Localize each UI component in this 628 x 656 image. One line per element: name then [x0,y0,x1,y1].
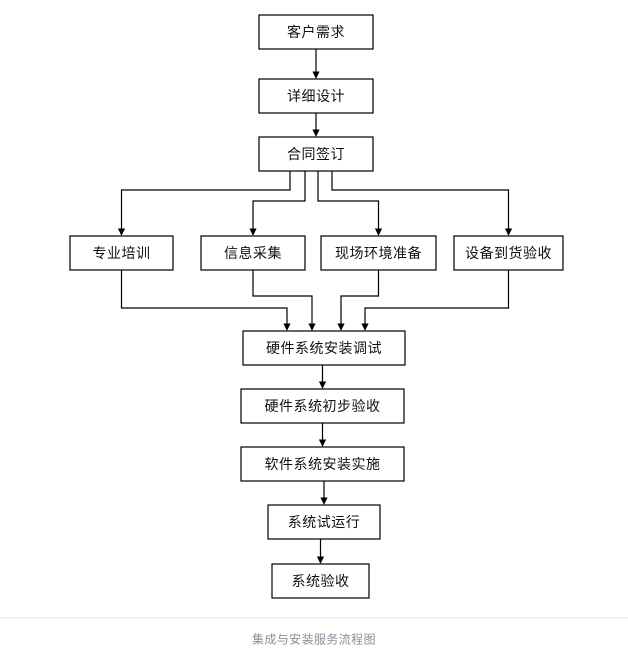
node-box-n6 [320,235,437,271]
flow-node-n2[interactable]: 详细设计 [258,78,374,114]
connector-n6-to-n8 [337,270,380,331]
connector-n3-to-n7 [331,171,513,236]
flow-node-n10[interactable]: 软件系统安装实施 [240,446,405,482]
node-label-n11: 系统试运行 [288,515,361,531]
node-label-n5: 信息采集 [224,245,282,262]
connector-n3-to-n6 [317,171,383,236]
node-box-n10 [240,446,405,482]
connector-layer [117,49,513,564]
node-box-n9 [240,388,405,424]
connector-n5-to-n8 [252,270,316,331]
node-box-n5 [200,235,306,271]
node-box-n11 [267,504,381,540]
node-label-n7: 设备到货验收 [465,245,552,262]
connector-n3-to-n4 [117,171,291,236]
node-box-n12 [271,563,370,599]
diagram-caption: 集成与安装服务流程图 [252,632,376,647]
node-label-n12: 系统验收 [292,574,350,590]
node-label-n3: 合同签订 [287,146,345,163]
connector-n3-to-n5 [249,171,306,236]
flow-node-n11[interactable]: 系统试运行 [267,504,381,540]
node-box-n7 [453,235,564,271]
flow-node-n8[interactable]: 硬件系统安装调试 [242,330,406,366]
flow-node-n3[interactable]: 合同签订 [258,136,374,172]
node-box-n8 [242,330,406,366]
node-box-n1 [258,14,374,50]
node-label-n9: 硬件系统初步验收 [265,398,381,415]
flow-node-n12[interactable]: 系统验收 [271,563,370,599]
flow-node-n5[interactable]: 信息采集 [200,235,306,271]
flow-node-n1[interactable]: 客户需求 [258,14,374,50]
flow-node-n9[interactable]: 硬件系统初步验收 [240,388,405,424]
node-box-n2 [258,78,374,114]
node-box-n3 [258,136,374,172]
connector-n4-to-n8 [120,270,291,331]
node-label-n10: 软件系统安装实施 [265,457,381,473]
flow-node-n4[interactable]: 专业培训 [69,235,174,271]
node-label-n1: 客户需求 [287,24,345,41]
node-box-n4 [69,235,174,271]
node-label-n2: 详细设计 [287,89,345,105]
flow-node-n7[interactable]: 设备到货验收 [453,235,564,271]
connector-n7-to-n8 [361,270,510,331]
node-label-n6: 现场环境准备 [335,245,422,262]
node-label-n4: 专业培训 [93,246,151,262]
flow-node-n6[interactable]: 现场环境准备 [320,235,437,271]
node-label-n8: 硬件系统安装调试 [266,341,382,357]
